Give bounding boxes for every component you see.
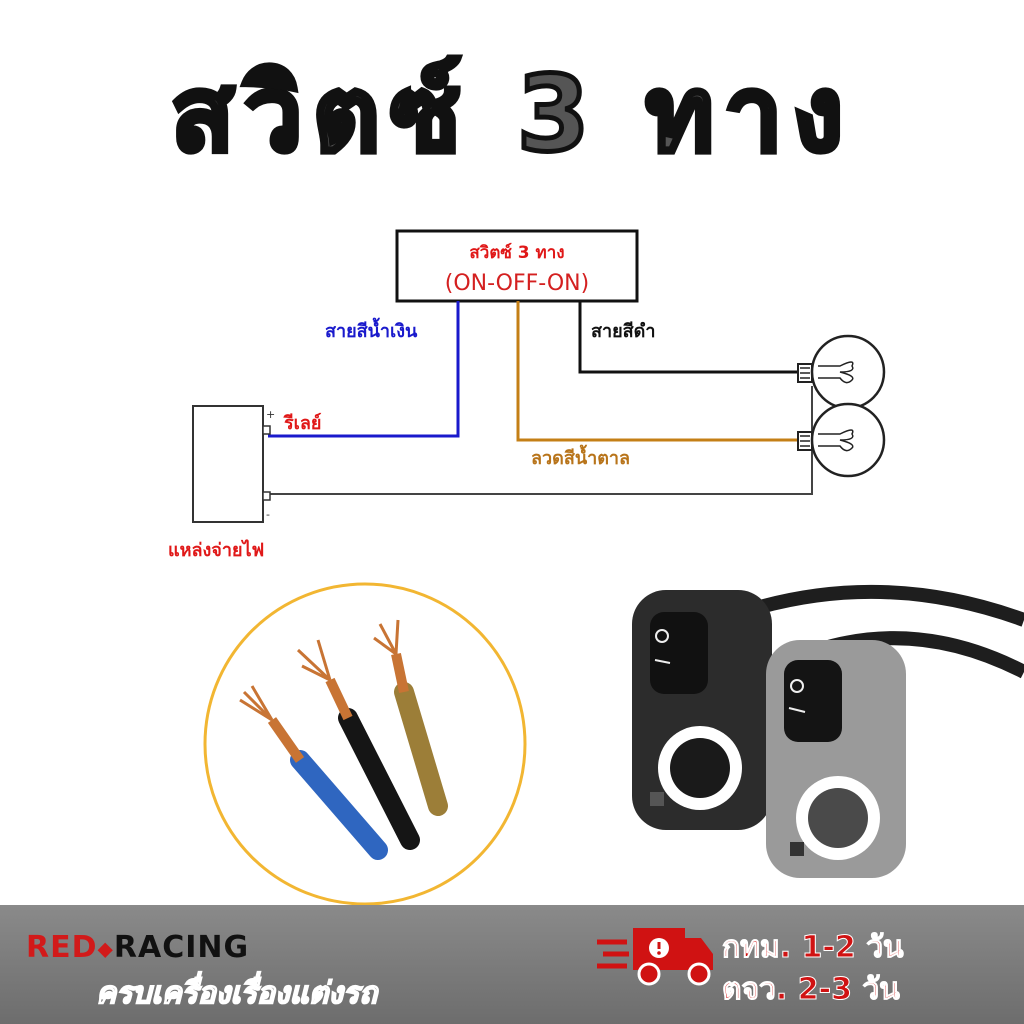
delivery-upcountry: ตจว. 2-3 วัน xyxy=(722,972,901,1008)
switch-box-mode: (ON-OFF-ON) xyxy=(445,271,589,296)
power-supply-label: แหล่งจ่ายไฟ xyxy=(168,539,264,561)
bulb-icon xyxy=(797,402,886,478)
brown-wire xyxy=(516,301,806,442)
switch-product-photo xyxy=(632,584,1024,878)
brand-tagline: ครบเครื่องเรื่องแต่งรถ xyxy=(95,975,378,1012)
terminal-plus: + xyxy=(266,408,275,421)
delivery-truck-icon xyxy=(597,928,713,986)
blue-wire xyxy=(268,301,460,438)
black-wire-label: สายสีดำ xyxy=(591,321,655,342)
black-wire xyxy=(578,301,806,374)
wire-photo xyxy=(203,582,527,905)
relay-label: รีเลย์ xyxy=(283,412,322,434)
switch-box xyxy=(395,229,639,303)
wiring-diagram: สวิตซ์ 3 ทาง (ON-OFF-ON) สายสีน้ำเงิน ลว… xyxy=(168,229,1024,905)
blue-wire-label: สายสีน้ำเงิน xyxy=(325,317,418,342)
bulb-icon xyxy=(797,334,886,410)
page-title: สวิตซ์ 3 ทาง xyxy=(168,53,854,175)
brown-wire-label: ลวดสีน้ำตาล xyxy=(531,444,630,469)
delivery-bangkok: กทม. 1-2 วัน xyxy=(722,930,905,966)
terminal-minus: - xyxy=(266,508,270,521)
footer-banner xyxy=(0,905,1024,1024)
brand-diamond-icon: ◆ xyxy=(97,936,114,961)
brand-part-racing: RACING xyxy=(113,930,250,965)
brand-part-red: RED xyxy=(26,930,98,965)
power-supply-box xyxy=(192,405,264,523)
switch-box-title: สวิตซ์ 3 ทาง xyxy=(469,242,564,263)
brand-logo: RED◆RACING xyxy=(26,930,249,965)
